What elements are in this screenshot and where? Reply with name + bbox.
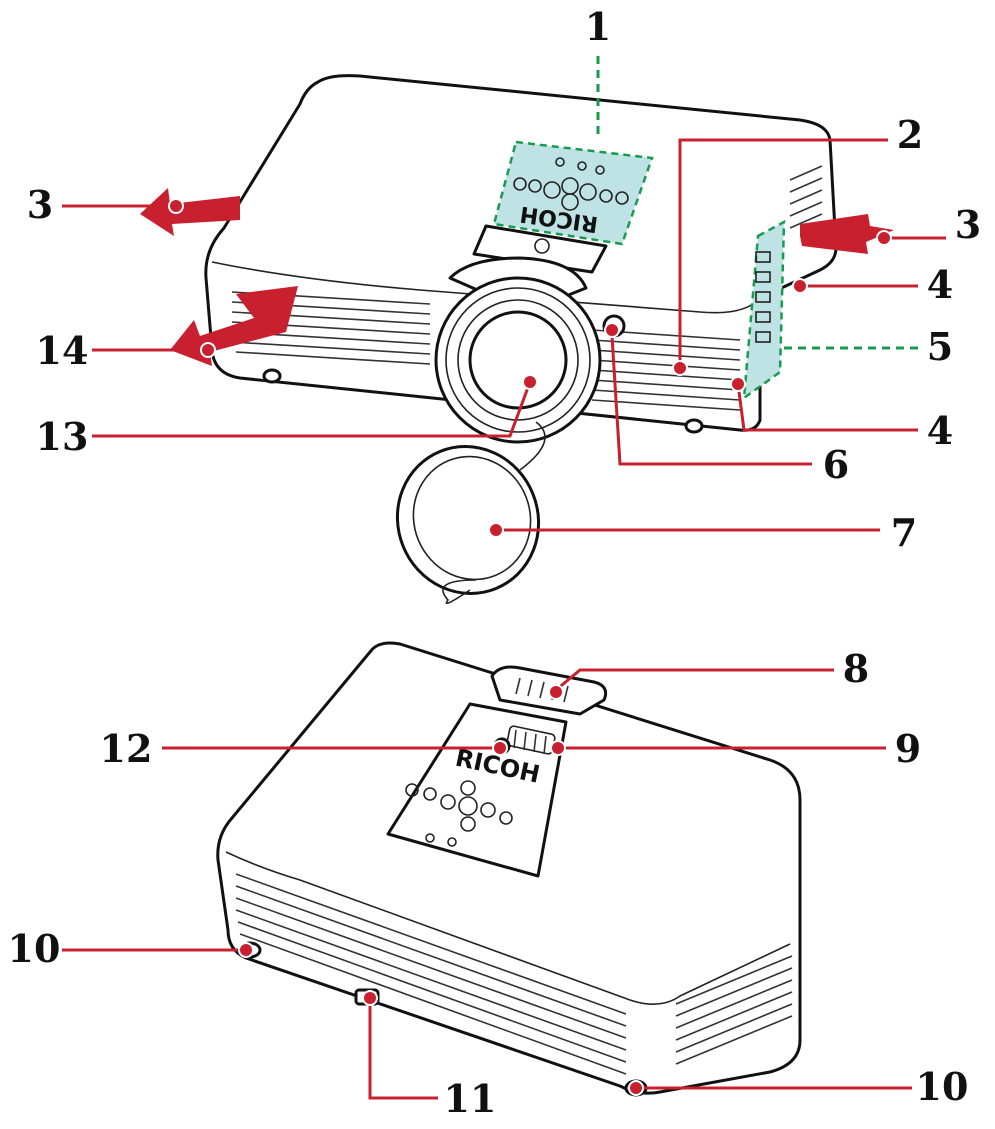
leader-line-c2 bbox=[678, 138, 888, 368]
leader-dot-c4b bbox=[730, 376, 746, 392]
leader-line-c13 bbox=[92, 381, 532, 438]
leader-dot-c3r bbox=[876, 230, 892, 246]
leader-line-c11 bbox=[368, 998, 438, 1100]
projection-lens bbox=[434, 276, 602, 444]
leader-dot-c3l bbox=[168, 198, 184, 214]
callout-number-c8: 8 bbox=[843, 646, 869, 691]
callout-number-c4b: 4 bbox=[927, 408, 953, 453]
callout-number-c3r: 3 bbox=[955, 202, 981, 247]
control-panel-buttons bbox=[513, 157, 629, 211]
callout-leaders bbox=[62, 56, 946, 1100]
projector-front-view: RICOH bbox=[140, 74, 894, 605]
leader-line-c4b bbox=[736, 383, 918, 432]
side-vent-grille bbox=[789, 165, 823, 229]
control-panel-bottom bbox=[386, 702, 568, 878]
front-foot-left bbox=[262, 368, 282, 384]
front-foot-right bbox=[684, 418, 704, 434]
top-surface-edge bbox=[225, 851, 791, 1005]
callout-number-c9: 9 bbox=[895, 726, 921, 771]
callout-number-c14: 14 bbox=[36, 328, 89, 373]
intake-arrow bbox=[800, 214, 894, 254]
leader-dot-c7 bbox=[488, 522, 504, 538]
io-panel-ports bbox=[755, 251, 771, 343]
leader-dot-c9 bbox=[550, 740, 566, 756]
leader-dot-c11 bbox=[362, 990, 378, 1006]
front-vent-grille bbox=[231, 291, 741, 411]
leader-line-c8 bbox=[555, 668, 834, 692]
io-panel-highlight bbox=[742, 219, 786, 401]
leader-line-c6 bbox=[610, 335, 812, 466]
callout-number-c6: 6 bbox=[823, 442, 849, 487]
exhaust-arrow-top bbox=[140, 188, 240, 236]
callout-number-c5: 5 bbox=[927, 324, 953, 369]
leader-dot-c12 bbox=[492, 740, 508, 756]
callout-number-c3l: 3 bbox=[27, 182, 53, 227]
callout-number-c1: 1 bbox=[585, 4, 611, 49]
leader-dot-c4a bbox=[792, 278, 808, 294]
leader-dot-c13 bbox=[522, 374, 538, 390]
bottom-vent-grille bbox=[235, 873, 793, 1075]
focus-strip-top bbox=[472, 224, 608, 274]
leader-dot-c8 bbox=[548, 684, 564, 700]
callout-number-c7: 7 bbox=[891, 510, 917, 555]
leader-dot-c10r bbox=[628, 1080, 644, 1096]
callout-number-c13: 13 bbox=[36, 414, 89, 459]
callout-number-c11: 11 bbox=[444, 1076, 497, 1121]
lens-cap bbox=[395, 421, 546, 605]
leader-dot-c10l bbox=[238, 942, 254, 958]
callout-number-c4a: 4 bbox=[927, 262, 953, 307]
callout-number-c2: 2 bbox=[897, 112, 923, 157]
callout-number-c10r: 10 bbox=[916, 1064, 969, 1109]
callout-number-c12: 12 bbox=[100, 726, 153, 771]
control-panel-top: RICOH bbox=[472, 140, 654, 274]
leader-dot-c6 bbox=[604, 322, 620, 338]
callout-number-c10l: 10 bbox=[8, 926, 61, 971]
control-panel-bottom-buttons bbox=[405, 780, 513, 847]
projector-top-view: RICOH bbox=[216, 641, 802, 1097]
leader-dot-c2 bbox=[672, 360, 688, 376]
projector-front-face bbox=[211, 261, 761, 314]
leader-dot-c14 bbox=[200, 342, 216, 358]
